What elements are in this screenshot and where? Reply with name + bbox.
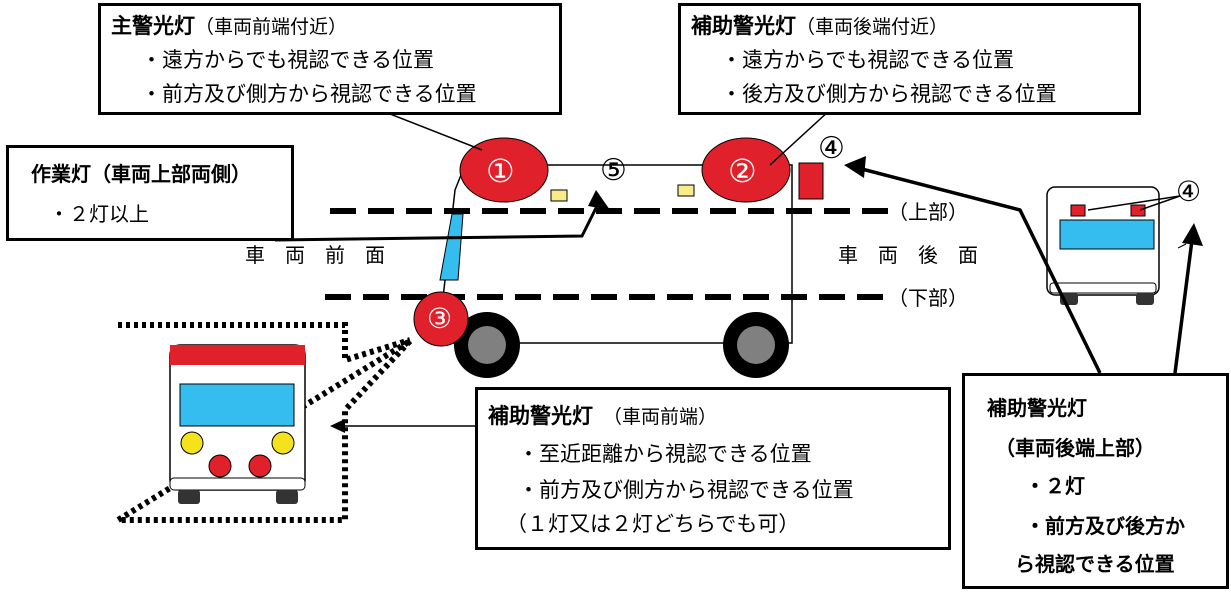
callout-item: ・前方及び側方から視認できる位置 [518,478,854,502]
front-face-label: 車 両 前 面 [245,243,385,267]
work-light-callout: 作業灯（車両上部両側） ・２灯以上 [6,145,294,241]
work-light-lamp [550,189,568,202]
main-warning-light [459,137,549,203]
rear-top-aux-light [798,162,824,200]
marker-4: ④ [818,131,845,166]
main-light-leader [379,109,483,151]
rear-view-bumper [1049,282,1157,294]
marker-3: ③ [427,302,453,335]
front-window [439,213,464,281]
rear-view-window [1059,219,1155,250]
rear-top-aux-callout: 補助警光灯 （車両後端上部） ・２灯 ・前方及び後方か ら視認できる位置 [962,373,1229,589]
rear-face-label: 車 両 後 面 [838,243,978,267]
front-view-roof-band [170,345,305,365]
upper-level-label: （上部） [888,200,968,224]
callout-title: 主警光灯 [111,14,195,38]
callout-item: ・遠方からでも視認できる位置 [721,48,1014,72]
rear-aux-leader [769,109,831,166]
front-aux-warning-light [413,291,469,347]
rear-top-arrowhead [844,156,866,178]
work-light-arrow [274,199,602,242]
callout-item: ・遠方からでも視認できる位置 [141,48,434,72]
rear-aux-callout: 補助警光灯（車両後端付近） ・遠方からでも視認できる位置 ・後方及び側方から視認… [678,3,1141,115]
rear-wheel-hub [737,326,775,364]
marker-5: ⑤ [600,153,627,188]
rear-face-tick [1177,243,1187,249]
lower-level-label: （下部） [888,286,968,310]
rear-aux-warning-light [701,137,791,203]
rear-view-arrow [1173,239,1194,374]
front-view-bumper [169,477,306,491]
front-view-headlight [271,431,295,455]
rear-view-arrowhead [1182,223,1203,246]
front-aux-callout: 補助警光灯 （車両前端） ・至近距離から視認できる位置 ・前方及び側方から視認でき… [475,387,951,550]
callout-item: ・２灯以上 [49,202,149,226]
marker-1: ① [486,152,515,190]
main-light-callout: 主警光灯（車両前端付近） ・遠方からでも視認できる位置 ・前方及び側方から視認で… [98,3,562,115]
rear-view-pointer [1139,195,1181,211]
callout-subtitle: （車両前端） [603,406,718,428]
callout-item: ・至近距離から視認できる位置 [518,442,812,466]
callout-item: ・前方及び側方から視認できる位置 [141,82,477,106]
front-view-aux-light [248,454,272,478]
callout-title: 補助警光灯 [691,14,796,38]
work-light-arrowhead [588,190,610,210]
rear-view-tire [1136,293,1154,305]
front-view-tire [276,490,298,504]
callout-title: 作業灯（車両上部両側） [31,162,251,186]
callout-item: ・前方及び後方か [1025,514,1185,538]
front-wheel-hub [468,326,506,364]
marker-4-rear-view: ④ [1176,175,1202,208]
callout-item: （１灯又は２灯どちらでも可） [506,512,800,536]
callout-subtitle: （車両前端付近） [195,16,348,38]
callout-subtitle: （車両後端付近） [796,16,949,38]
callout-title: 補助警光灯 [987,396,1087,420]
rear-view-top-light [1070,204,1086,217]
front-view-windshield [179,383,295,427]
callout-title: 補助警光灯 [488,404,593,428]
callout-item: ・後方及び側方から視認できる位置 [721,82,1057,106]
work-light-lamp [677,184,695,197]
marker-2: ② [728,152,757,190]
front-view-aux-light [208,454,232,478]
front-aux-arrowhead [330,419,345,433]
rear-top-arrow [857,166,1102,374]
rear-view-pointer [1087,195,1181,211]
callout-item: ら視認できる位置 [1015,552,1175,576]
callout-item: ・２灯 [1025,474,1085,498]
front-view-tire [178,490,200,504]
rear-view-top-light [1130,204,1146,217]
front-view-headlight [180,431,204,455]
callout-subtitle: （車両後端上部） [995,436,1155,460]
